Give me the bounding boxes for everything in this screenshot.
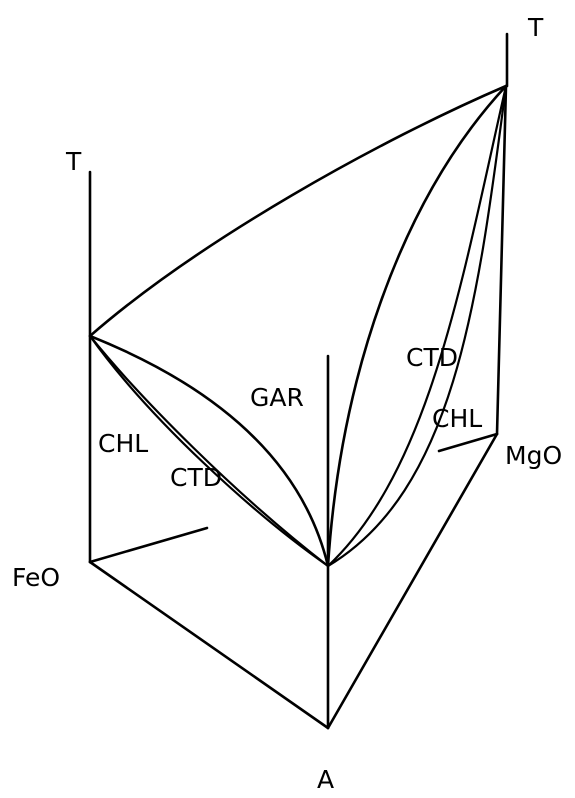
- gar-curve-mg-side: [326, 84, 508, 568]
- phase-label-gar: GAR: [250, 383, 304, 412]
- ctd-curve-fe-side: [88, 334, 330, 568]
- base-edge-feo-back: [88, 526, 209, 564]
- base-edge-feo-a: [88, 560, 330, 730]
- phase-label-ctd-mg: CTD: [406, 343, 458, 372]
- temperature-label-mgo: T: [527, 13, 544, 42]
- ctd-curve-mg-side: [326, 84, 508, 568]
- base-edge-a-mgo: [326, 432, 499, 730]
- phase-label-chl-fe: CHL: [98, 429, 148, 458]
- edge-mgo-vertical: [495, 84, 508, 436]
- gar-curve-fe-side: [88, 334, 330, 568]
- base-edge-mgo-back: [437, 432, 499, 453]
- phase-label-chl-mg: CHL: [432, 404, 482, 433]
- top-liquidus-curve: [88, 84, 508, 338]
- chl-curve-fe-side: [88, 334, 330, 568]
- temperature-label-feo: T: [65, 147, 82, 176]
- component-label-a: A: [317, 765, 334, 794]
- phase-label-ctd-fe: CTD: [170, 463, 222, 492]
- component-label-mgo: MgO: [505, 441, 562, 470]
- chl-curve-mg-side: [326, 84, 508, 568]
- component-label-feo: FeO: [12, 563, 60, 592]
